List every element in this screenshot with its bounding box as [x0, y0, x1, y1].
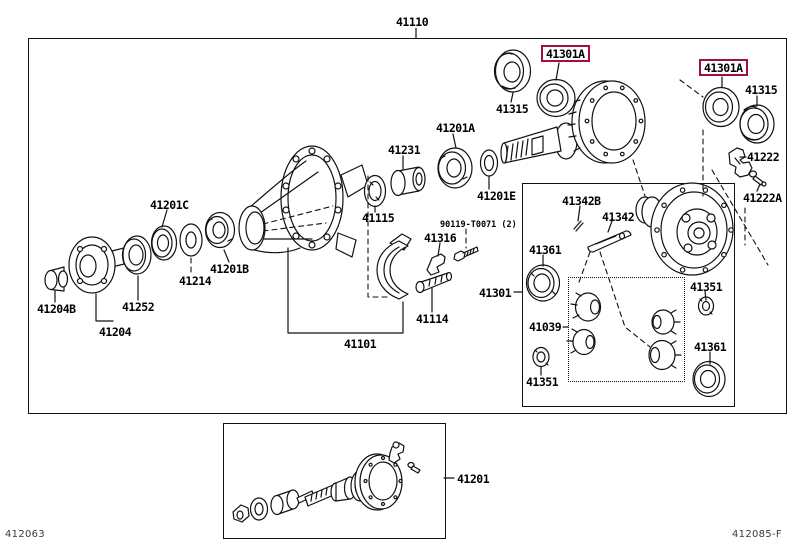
- part-label-41301: 41301: [479, 286, 512, 300]
- part-drawing-41204-flange: [68, 236, 132, 294]
- part-drawing-90119-bolt: [453, 246, 479, 262]
- part-drawing-41201e-washer: [479, 149, 499, 177]
- part-drawing-41231-spacer: [390, 166, 426, 197]
- part-label-41201: 41201: [457, 472, 490, 486]
- part-drawing-differential-case: [635, 182, 734, 276]
- part-drawing-pinion-subassembly: [232, 441, 421, 523]
- part-drawing-41316-spacer: [426, 253, 446, 276]
- part-label-41115: 41115: [362, 211, 395, 225]
- spider-gear-kit-frame: [568, 277, 685, 382]
- part-drawing-41301a-bearing-front: [536, 78, 576, 118]
- part-label-41114: 41114: [416, 312, 449, 326]
- part-label-41204: 41204: [99, 325, 132, 339]
- part-label-41204b: 41204B: [37, 302, 76, 316]
- part-label-41315-rear: 41315: [745, 83, 778, 97]
- part-drawing-41222-lock: [728, 147, 753, 178]
- differential-sub-assembly-frame: [522, 183, 735, 407]
- part-label-41222a: 41222A: [743, 191, 782, 205]
- part-label-41315-front: 41315: [496, 102, 529, 116]
- part-drawing-41342b-pin: [573, 220, 584, 232]
- part-drawing-41315-race-front: [493, 49, 532, 93]
- figure-code-right: 412085-F: [732, 529, 782, 540]
- part-label-41316: 41316: [424, 231, 457, 245]
- part-drawing-41114-bolt: [415, 271, 453, 294]
- main-diagram-frame: [28, 38, 787, 414]
- part-label-41214: 41214: [179, 274, 212, 288]
- part-label-41039: 41039: [529, 320, 562, 334]
- part-drawing-41351-washer-left: [532, 346, 550, 368]
- part-label-41222: 41222: [747, 150, 780, 164]
- highlighted-part-label-41301a-rear[interactable]: 41301A: [699, 59, 748, 76]
- part-label-41351-left: 41351: [526, 375, 559, 389]
- part-drawing-41361-washer-right: [692, 360, 726, 398]
- assembly-reference-lines: [190, 79, 769, 348]
- part-label-41361-left: 41361: [529, 243, 562, 257]
- part-label-41361-right: 41361: [694, 340, 727, 354]
- part-label-41301a: 41301A: [704, 61, 743, 75]
- part-label-41201a: 41201A: [436, 121, 475, 135]
- part-drawing-41222a-bolt: [748, 170, 767, 187]
- part-drawing-41201a-bearing: [437, 147, 473, 189]
- part-drawing-drive-pinion: [500, 122, 578, 164]
- part-label-41342: 41342: [602, 210, 635, 224]
- part-label-41110: 41110: [396, 15, 429, 29]
- part-drawing-spider-gears: [566, 292, 682, 371]
- part-drawing-bearing-cap: [376, 233, 412, 300]
- part-drawing-41204b-plug: [44, 266, 69, 292]
- part-drawing-41252-slinger: [121, 235, 152, 275]
- part-label-41101: 41101: [344, 337, 377, 351]
- part-drawing-41201b-bearing: [204, 211, 236, 249]
- part-drawing-41201c-bearing: [150, 225, 178, 261]
- part-drawing-41342-pinion-shaft: [587, 230, 632, 253]
- part-label-41201e: 41201E: [477, 189, 516, 203]
- leader-lines: [54, 27, 761, 479]
- part-drawing-41315-race-rear: [739, 104, 775, 144]
- part-label-41351-right: 41351: [690, 280, 723, 294]
- pinion-sub-assembly-frame: [223, 423, 446, 539]
- part-drawing-ring-gear: [567, 80, 646, 164]
- part-label-41201c: 41201C: [150, 198, 189, 212]
- part-label-41231: 41231: [388, 143, 421, 157]
- part-label-41252: 41252: [122, 300, 155, 314]
- part-drawing-41214-washer: [179, 223, 203, 257]
- part-drawing-carrier-housing: [238, 145, 369, 258]
- part-label-41301a: 41301A: [546, 47, 585, 61]
- part-drawing-41361-washer-left: [525, 264, 561, 302]
- part-drawing-41301a-bearing-rear: [702, 86, 740, 128]
- part-label-41201b: 41201B: [210, 262, 249, 276]
- part-label-41342b: 41342B: [562, 194, 601, 208]
- part-drawing-41351-washer-right: [697, 296, 715, 316]
- part-label-90119-t0071: 90119-T0071 (2): [440, 220, 517, 230]
- highlighted-part-label-41301a-front[interactable]: 41301A: [541, 45, 590, 62]
- figure-code-left: 412063: [5, 529, 45, 540]
